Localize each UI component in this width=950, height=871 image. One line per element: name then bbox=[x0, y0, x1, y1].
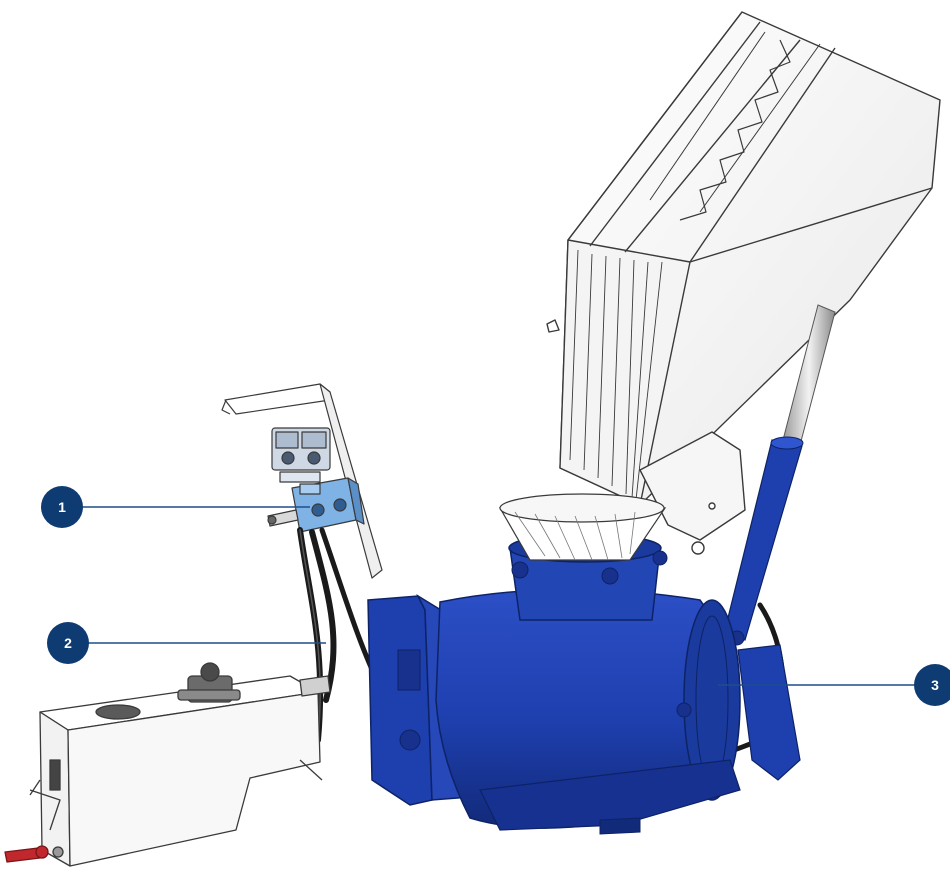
callout-badge-1: 1 bbox=[41, 486, 83, 528]
hopper-icon bbox=[546, 11, 941, 555]
callout-badge-2: 2 bbox=[47, 622, 89, 664]
drain-valve-handle bbox=[4, 847, 41, 863]
oil-tank-icon bbox=[4, 662, 331, 867]
hydraulic-cylinder-icon bbox=[723, 304, 836, 646]
grinder-drum bbox=[367, 493, 801, 835]
callout-badge-3: 3 bbox=[914, 664, 950, 706]
valve-bracket-icon bbox=[221, 383, 383, 579]
svg-text:1: 1 bbox=[58, 499, 66, 515]
upper-valve-stack bbox=[271, 427, 331, 483]
svg-text:2: 2 bbox=[64, 635, 72, 651]
callout-leaders bbox=[78, 506, 920, 686]
control-valve-block bbox=[291, 477, 365, 533]
svg-text:3: 3 bbox=[931, 677, 939, 693]
